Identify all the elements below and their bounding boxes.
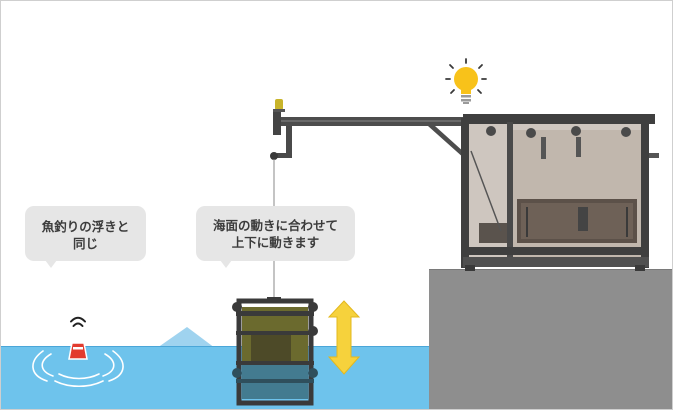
speech-bubble-device: 海面の動きに合わせて 上下に動きます (196, 206, 355, 268)
ripple-icon (32, 350, 124, 388)
device-caption-line2: 上下に動きます (231, 234, 320, 250)
pier-block (429, 269, 672, 409)
speech-bubble-buoy: 魚釣りの浮きと 同じ (25, 206, 146, 268)
device-caption-line1: 海面の動きに合わせて (212, 217, 338, 233)
sea-surface (1, 346, 429, 409)
beacon-light (273, 99, 285, 112)
floating-device (232, 297, 318, 406)
signal-icon (70, 316, 86, 327)
buoy-caption-line2: 同じ (72, 235, 98, 251)
buoy-caption-line1: 魚釣りの浮きと (41, 218, 130, 234)
buoy-icon (68, 331, 88, 360)
up-down-arrow-icon (327, 300, 361, 375)
crane-arm (270, 111, 466, 160)
device-housing (461, 114, 659, 271)
light-bulb-icon (445, 58, 487, 104)
wave-peak (157, 327, 215, 348)
